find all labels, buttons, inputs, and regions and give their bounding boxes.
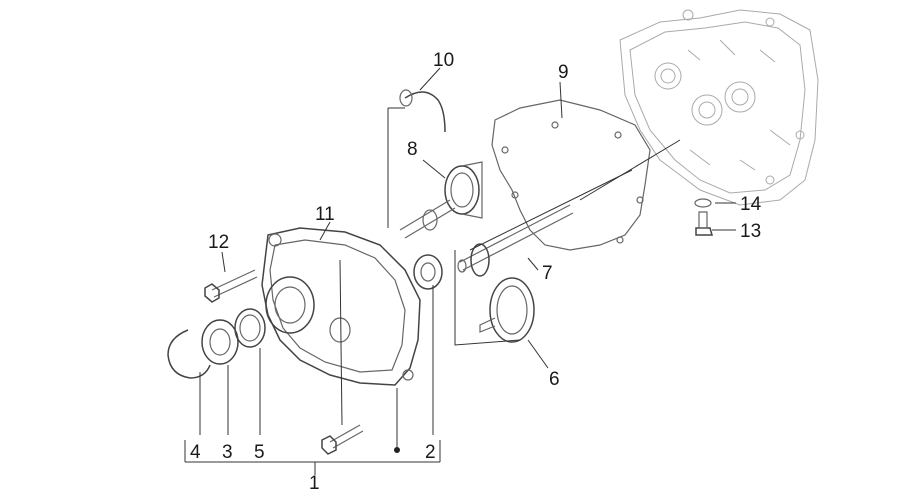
gear-lower — [479, 277, 535, 343]
bearing-small — [413, 254, 443, 290]
callout-10: 10 — [433, 50, 454, 71]
drive-shaft — [457, 204, 574, 277]
callout-7: 7 — [542, 263, 553, 284]
callout-12: 12 — [208, 232, 229, 253]
engine-crankcase — [619, 9, 819, 206]
oil-seal — [234, 308, 266, 348]
callout-3: 3 — [222, 442, 233, 463]
callout-8: 8 — [407, 139, 418, 160]
callout-5: 5 — [254, 442, 265, 463]
callout-11: 11 — [315, 204, 335, 225]
bearing-large — [201, 319, 239, 365]
bolt-lower — [321, 424, 364, 455]
callout-9: 9 — [558, 62, 569, 83]
callout-13: 13 — [740, 221, 761, 242]
callout-4: 4 — [190, 442, 201, 463]
callout-1: 1 — [309, 473, 320, 491]
circlip — [167, 329, 211, 379]
callout-2: 2 — [425, 442, 436, 463]
callout-6: 6 — [549, 369, 560, 390]
transmission-cover — [261, 227, 421, 386]
callout-labels: 10 9 8 11 12 14 13 7 6 4 3 5 2 1 — [190, 50, 762, 491]
gear-shaft-upper — [399, 161, 483, 239]
bolt-upper — [204, 269, 258, 303]
callout-14: 14 — [740, 194, 762, 215]
oil-pipe — [399, 89, 446, 133]
drain-plug — [694, 198, 713, 236]
leader-lines — [184, 67, 736, 475]
gasket — [491, 99, 651, 251]
